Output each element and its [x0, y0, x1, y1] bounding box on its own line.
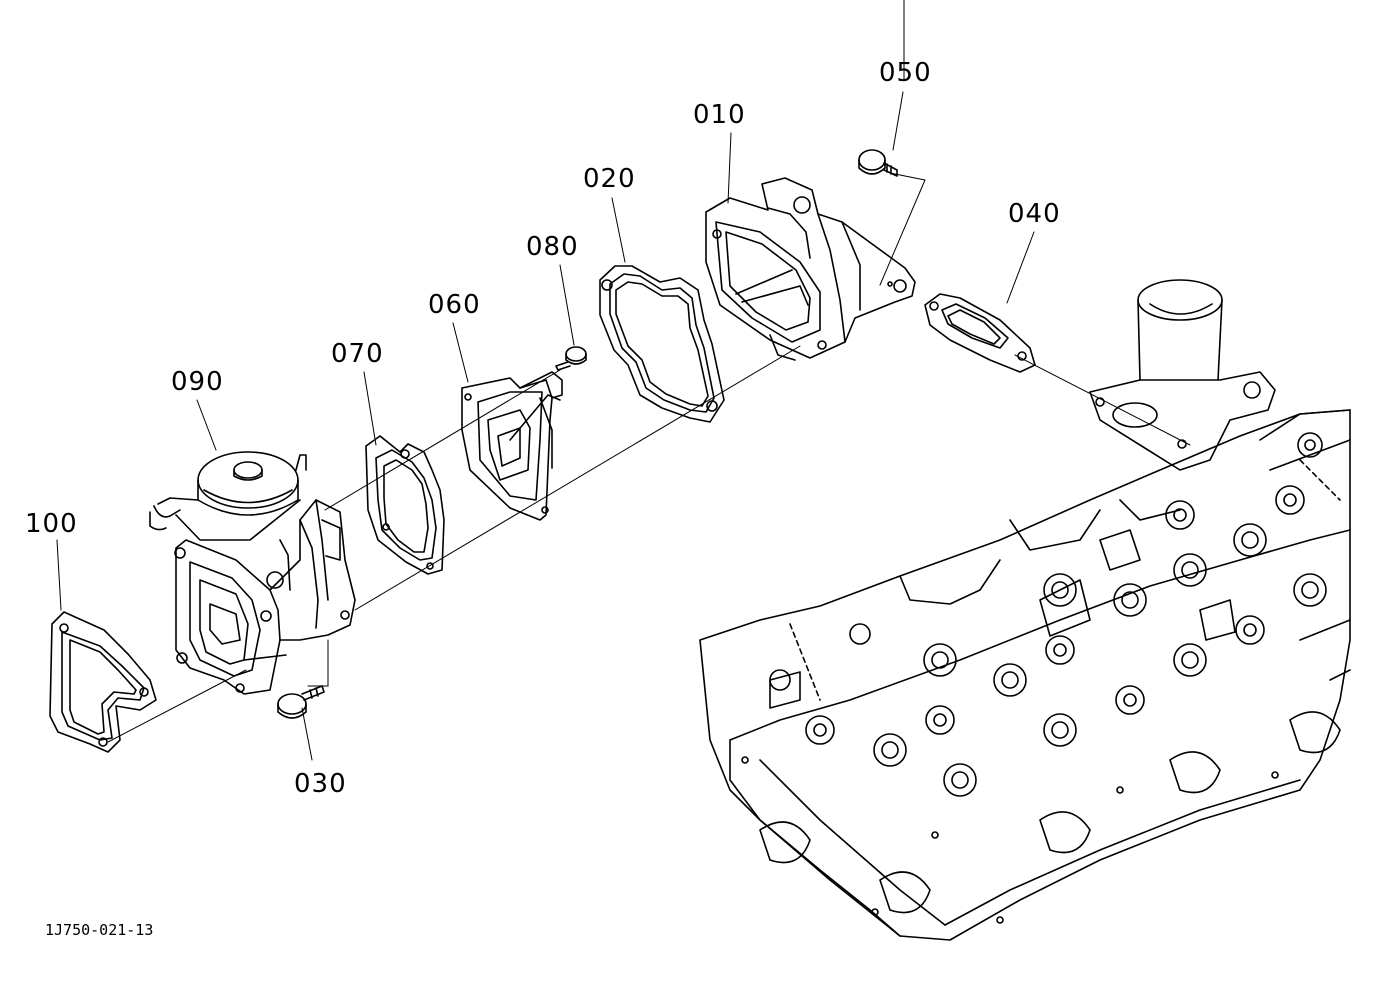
- gasket-020: [600, 266, 724, 422]
- gasket-070: [366, 436, 444, 574]
- valve-plate-060: [462, 372, 562, 520]
- leader-lines: [57, 0, 1190, 760]
- callout-030: 030: [294, 769, 347, 799]
- bolt-050: [859, 150, 897, 176]
- cylinder-head: [700, 280, 1350, 940]
- callout-040: 040: [1008, 199, 1061, 229]
- egr-valve-090: [150, 452, 355, 694]
- callout-100: 100: [25, 509, 78, 539]
- gasket-100: [50, 612, 156, 752]
- elbow-housing-010: [706, 178, 915, 360]
- callout-050: 050: [879, 58, 932, 88]
- callout-020: 020: [583, 164, 636, 194]
- drawing-id: 1J750-021-13: [45, 921, 154, 939]
- callout-090: 090: [171, 367, 224, 397]
- callout-070: 070: [331, 339, 384, 369]
- callout-060: 060: [428, 290, 481, 320]
- callout-010: 010: [693, 100, 746, 130]
- bolt-030: [278, 686, 324, 718]
- gasket-040: [925, 294, 1035, 372]
- valve-seats: [770, 433, 1326, 796]
- bolt-080: [556, 347, 586, 370]
- callout-080: 080: [526, 232, 579, 262]
